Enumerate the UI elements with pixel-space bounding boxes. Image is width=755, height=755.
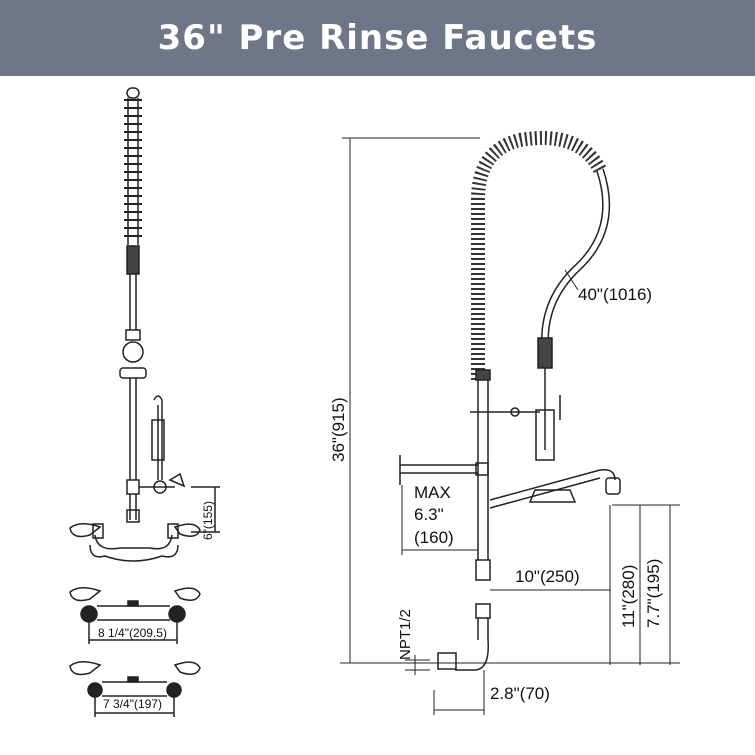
total-height-label: 36"(915) — [329, 397, 348, 462]
front-view-faucet — [69, 87, 220, 717]
header-banner: 36" Pre Rinse Faucets — [0, 0, 755, 76]
center-narrow-label: 7 3/4"(197) — [103, 697, 162, 711]
wall-offset-label: 2.8"(70) — [490, 684, 550, 703]
spout-reach-label: 10"(250) — [515, 567, 580, 586]
max-metric-label: (160) — [414, 528, 454, 547]
spout-height-label: 11"(280) — [619, 564, 638, 628]
max-label: MAX — [414, 483, 451, 502]
side-view-faucet — [340, 131, 680, 715]
valve-height-label: 6"(155) — [201, 501, 215, 540]
center-wide-label: 8 1/4"(209.5) — [98, 626, 167, 640]
hose-length-label: 40"(1016) — [578, 285, 653, 304]
inlet-thread-label: NPT1/2 — [397, 609, 414, 660]
faucet-height-label: 7.7"(195) — [644, 558, 663, 628]
page-title: 36" Pre Rinse Faucets — [157, 18, 598, 58]
max-value-label: 6.3" — [414, 505, 444, 524]
